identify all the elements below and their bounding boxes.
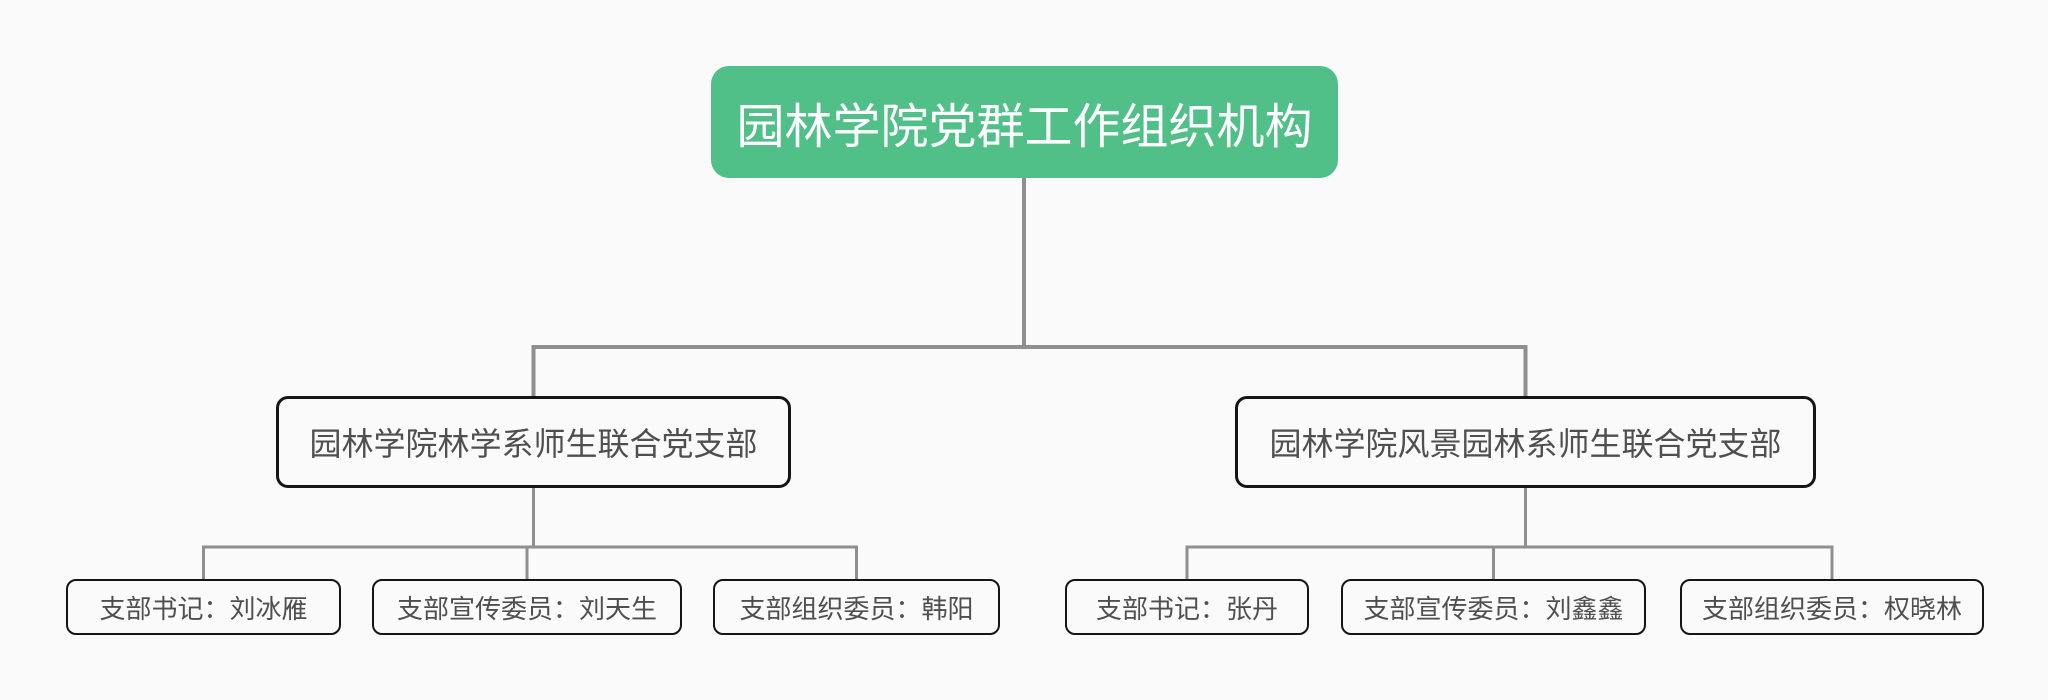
leaf-node-left-secretary[interactable]: 支部书记：刘冰雁: [66, 579, 341, 635]
leaf-node-left-organization[interactable]: 支部组织委员：韩阳: [713, 579, 1000, 635]
leaf-node-right-organization[interactable]: 支部组织委员：权晓林: [1680, 579, 1984, 635]
connector-branch-left-to-leaves: [202, 545, 858, 579]
root-node[interactable]: 园林学院党群工作组织机构: [711, 66, 1338, 178]
leaf-node-label: 支部书记：刘冰雁: [99, 593, 308, 624]
leaf-node-right-publicity[interactable]: 支部宣传委员：刘鑫鑫: [1341, 579, 1646, 635]
leaf-node-label: 支部书记：张丹: [1095, 593, 1278, 624]
leaf-node-label: 支部宣传委员：刘天生: [396, 593, 657, 624]
connector-branch-right-to-leaves: [1185, 545, 1834, 579]
branch-node-right[interactable]: 园林学院风景园林系师生联合党支部: [1235, 396, 1816, 488]
branch-node-left-label: 园林学院林学系师生联合党支部: [309, 426, 758, 462]
leaf-node-left-publicity[interactable]: 支部宣传委员：刘天生: [372, 579, 682, 635]
connector-root-to-branches: [531, 345, 1528, 396]
leaf-node-label: 支部组织委员：韩阳: [739, 593, 974, 624]
root-node-label: 园林学院党群工作组织机构: [736, 101, 1313, 154]
branch-node-left[interactable]: 园林学院林学系师生联合党支部: [276, 396, 791, 488]
leaf-node-label: 支部组织委员：权晓林: [1701, 593, 1962, 624]
branch-node-right-label: 园林学院风景园林系师生联合党支部: [1269, 426, 1782, 462]
leaf-node-label: 支部宣传委员：刘鑫鑫: [1363, 593, 1624, 624]
leaf-node-right-secretary[interactable]: 支部书记：张丹: [1065, 579, 1309, 635]
